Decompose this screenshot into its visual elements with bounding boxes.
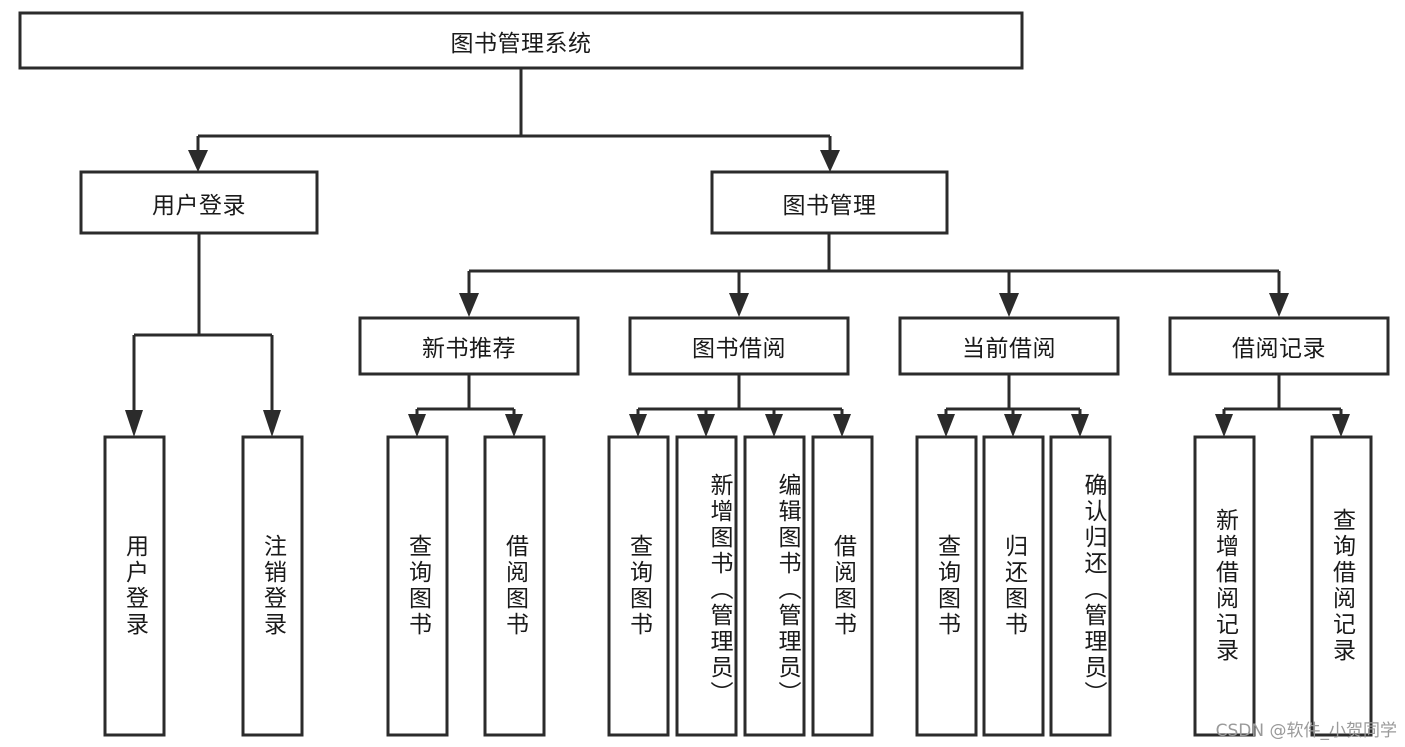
node-box-leaf-add-record[interactable] xyxy=(1193,435,1256,737)
node-box-leaf-add-book[interactable] xyxy=(675,435,738,737)
arrow-head-icon xyxy=(629,414,647,437)
node-box-leaf-edit-book[interactable] xyxy=(743,435,806,737)
arrow-head-icon xyxy=(505,414,523,437)
arrow-head-icon xyxy=(408,414,426,437)
connector-borrow-record-to-leaves xyxy=(1215,374,1350,437)
node-box-leaf-query-record[interactable] xyxy=(1310,435,1373,737)
connector-book-borrow-to-leaves xyxy=(629,374,851,437)
arrow-head-icon xyxy=(833,414,851,437)
node-box-borrow-record[interactable] xyxy=(1168,316,1390,376)
arrow-head-icon xyxy=(459,293,479,317)
arrow-head-icon xyxy=(820,150,840,172)
node-box-book-management[interactable] xyxy=(710,170,949,235)
arrow-head-icon xyxy=(1071,414,1089,437)
connector-user-login-to-leaves xyxy=(125,233,281,437)
arrow-head-icon xyxy=(188,150,208,172)
node-box-leaf-borrow-book-2[interactable] xyxy=(811,435,874,737)
arrow-head-icon xyxy=(937,414,955,437)
arrow-head-icon xyxy=(999,293,1019,317)
arrow-head-icon xyxy=(765,414,783,437)
node-box-current-borrow[interactable] xyxy=(898,316,1120,376)
node-box-book-borrow[interactable] xyxy=(628,316,850,376)
arrow-head-icon xyxy=(729,293,749,317)
arrow-head-icon xyxy=(1004,414,1022,437)
node-box-leaf-borrow-book-1[interactable] xyxy=(483,435,546,737)
arrow-head-icon xyxy=(697,414,715,437)
node-box-leaf-query-book-1[interactable] xyxy=(386,435,449,737)
node-box-new-book-recommend[interactable] xyxy=(358,316,580,376)
node-box-leaf-user-login[interactable] xyxy=(103,435,166,737)
connector-book-management-to-level2 xyxy=(459,233,1289,317)
node-box-root[interactable] xyxy=(18,11,1024,70)
node-box-leaf-logout-login[interactable] xyxy=(241,435,304,737)
arrow-head-icon xyxy=(263,410,281,437)
node-box-user-login[interactable] xyxy=(79,170,319,235)
arrow-head-icon xyxy=(1215,414,1233,437)
node-box-leaf-query-book-3[interactable] xyxy=(915,435,978,737)
node-box-leaf-query-book-2[interactable] xyxy=(607,435,670,737)
connector-current-borrow-to-leaves xyxy=(937,374,1089,437)
node-box-leaf-confirm-return[interactable] xyxy=(1049,435,1112,737)
arrow-head-icon xyxy=(125,410,143,437)
node-box-leaf-return-book[interactable] xyxy=(982,435,1045,737)
arrow-head-icon xyxy=(1269,293,1289,317)
connector-new-book-recommend-to-leaves xyxy=(408,374,523,437)
arrow-head-icon xyxy=(1332,414,1350,437)
connector-root-to-level1 xyxy=(188,68,840,172)
